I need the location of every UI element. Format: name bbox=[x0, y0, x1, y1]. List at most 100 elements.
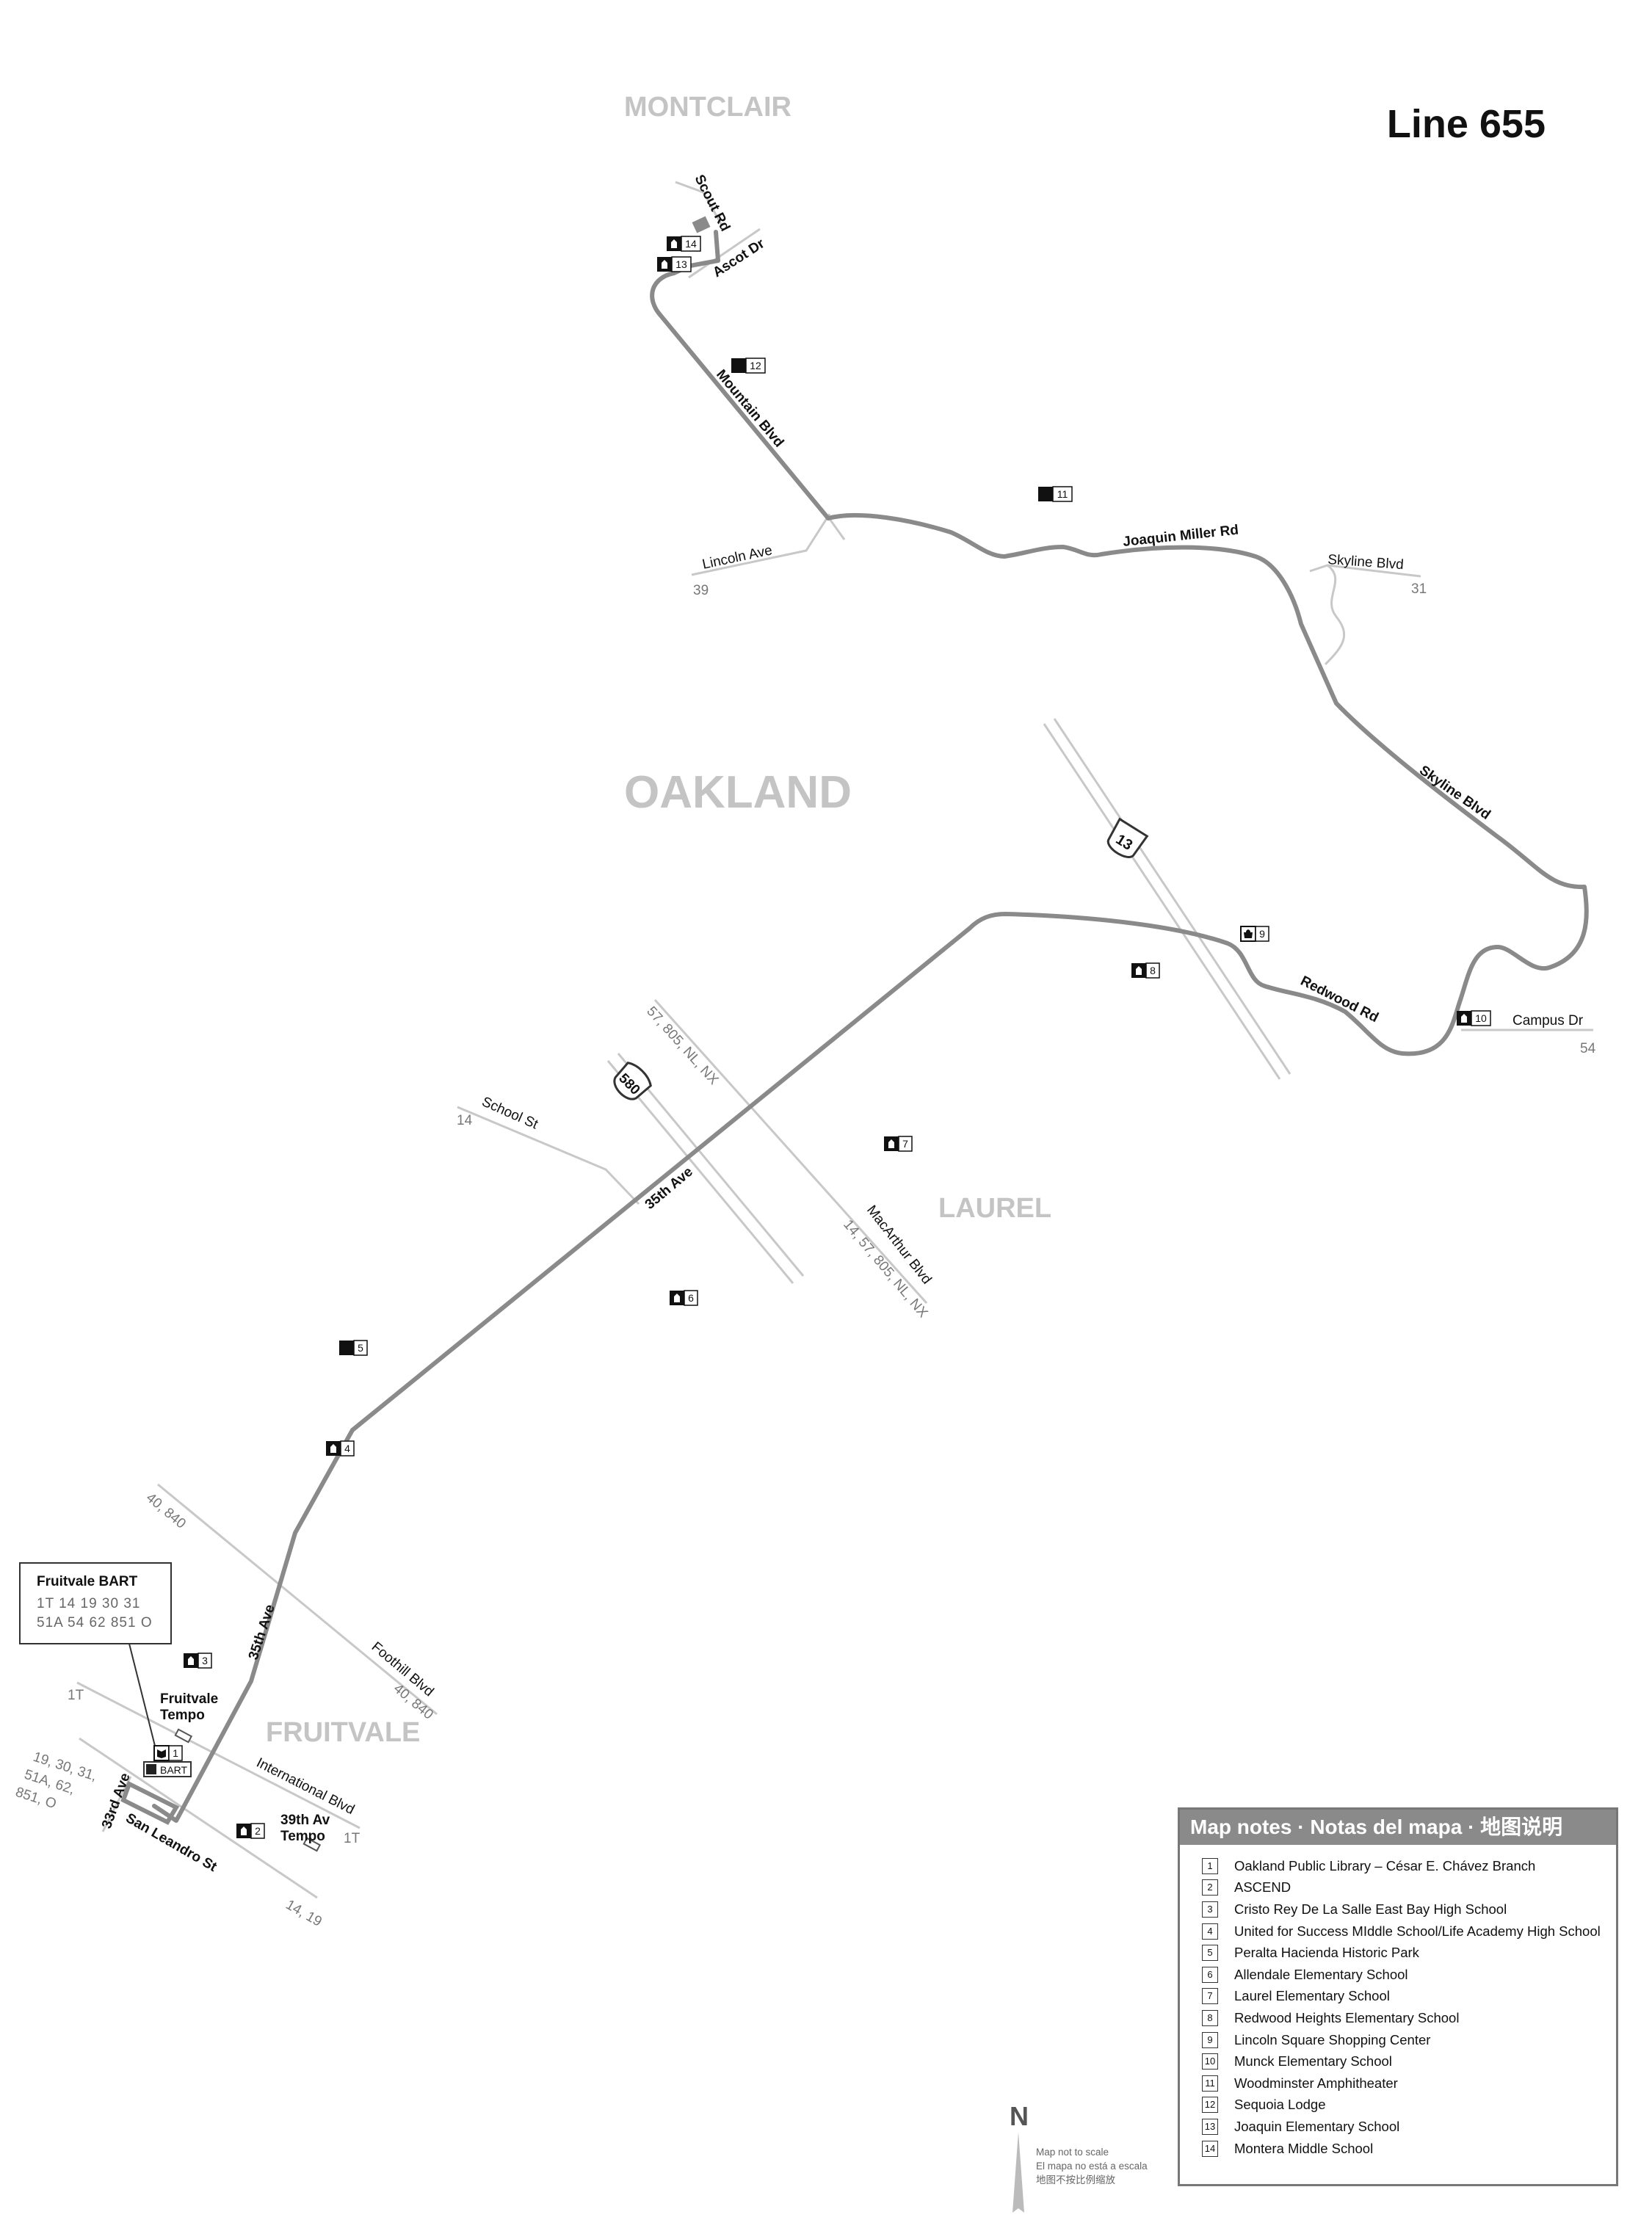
street-label-school-st: School St bbox=[479, 1094, 540, 1133]
poi-marker-2: 2 bbox=[236, 1823, 265, 1839]
callout-routes-row-2: 51A 54 62 851 O bbox=[37, 1615, 153, 1630]
legend-item-5: 5 Peralta Hacienda Historic Park bbox=[1202, 1942, 1616, 1964]
area-label-laurel: LAUREL bbox=[938, 1193, 1051, 1224]
legend-item-label: Joaquin Elementary School bbox=[1234, 2118, 1400, 2134]
north-arrow-icon bbox=[1012, 2132, 1024, 2213]
school-glyph bbox=[1136, 966, 1142, 975]
legend-item-10: 10 Munck Elementary School bbox=[1202, 2050, 1616, 2072]
station-label-fruitvale-tempo-1: Fruitvale bbox=[160, 1691, 218, 1707]
legend-item-label: Lincoln Square Shopping Center bbox=[1234, 2031, 1431, 2047]
poi-number: 14 bbox=[685, 238, 697, 250]
legend-item-number: 6 bbox=[1202, 1966, 1218, 1983]
poi-marker-3: 3 bbox=[184, 1653, 212, 1669]
street-label-international-blvd: International Blvd bbox=[254, 1755, 357, 1818]
legend-item-label: Cristo Rey De La Salle East Bay High Sch… bbox=[1234, 1901, 1507, 1917]
street-label-mountain-blvd: Mountain Blvd bbox=[713, 367, 786, 451]
legend-item-number: 3 bbox=[1202, 1901, 1218, 1918]
callout-routes-row-1: 1T 14 19 30 31 bbox=[37, 1596, 141, 1611]
poi-marker-9: 9 bbox=[1240, 926, 1269, 942]
street-school-st bbox=[457, 1106, 640, 1205]
poi-marker-1: 1 bbox=[153, 1745, 183, 1761]
scout-rd-terminus bbox=[692, 216, 711, 233]
street-skyline-connector bbox=[1324, 564, 1346, 666]
poi-number: 13 bbox=[675, 258, 687, 270]
legend-item-number: 2 bbox=[1202, 1879, 1218, 1896]
legend-item-number: 4 bbox=[1202, 1923, 1218, 1940]
poi-marker-6: 6 bbox=[670, 1290, 698, 1306]
poi-number-box bbox=[1145, 962, 1160, 979]
poi-number: 7 bbox=[902, 1138, 908, 1150]
legend-item-label: Allendale Elementary School bbox=[1234, 1966, 1408, 1982]
fruitvale-tempo-platform bbox=[174, 1728, 193, 1744]
poi-marker-4: 4 bbox=[326, 1440, 355, 1457]
legend-item-13: 13 Joaquin Elementary School bbox=[1202, 2116, 1616, 2138]
callout-title: Fruitvale BART bbox=[37, 1574, 138, 1589]
scale-note-es: El mapa no está a escala bbox=[1036, 2161, 1148, 2172]
station-label-fruitvale-tempo-2: Tempo bbox=[160, 1708, 205, 1723]
street-san-leandro-st bbox=[79, 1737, 318, 1899]
street-foothill-blvd bbox=[157, 1483, 438, 1716]
poi-number: 6 bbox=[688, 1292, 694, 1304]
book-glyph bbox=[157, 1749, 166, 1758]
landmark-icon bbox=[1038, 487, 1053, 501]
north-letter: N bbox=[1010, 2101, 1029, 2131]
legend-item-3: 3 Cristo Rey De La Salle East Bay High Sc… bbox=[1202, 1898, 1616, 1920]
street-lincoln-ave bbox=[691, 513, 831, 576]
highway-580-shield: 580 bbox=[613, 1062, 652, 1100]
legend-item-number: 10 bbox=[1202, 2053, 1218, 2070]
poi-number-box bbox=[1471, 1010, 1491, 1026]
legend-item-number: 5 bbox=[1202, 1945, 1218, 1962]
route-label-school: 14 bbox=[457, 1113, 473, 1128]
legend-heading: Map notes · Notas del mapa · 地图说明 bbox=[1180, 1810, 1616, 1845]
poi-number-box bbox=[898, 1136, 913, 1152]
poi-marker-8: 8 bbox=[1131, 962, 1160, 979]
poi-marker-10: 10 bbox=[1457, 1010, 1491, 1026]
route-bart-loop bbox=[120, 1780, 180, 1825]
highway-580-right bbox=[617, 1053, 805, 1277]
legend-item-label: Peralta Hacienda Historic Park bbox=[1234, 1945, 1419, 1961]
street-label-san-leandro-st: San Leandro St bbox=[123, 1810, 220, 1875]
legend-item-number: 13 bbox=[1202, 2118, 1218, 2135]
poi-number-box bbox=[1255, 926, 1269, 942]
legend-item-label: United for Success MIddle School/Life Ac… bbox=[1234, 1923, 1601, 1939]
fruitvale-bart-callout: Fruitvale BART 1T 14 19 30 31 51A 54 62 … bbox=[19, 1562, 172, 1644]
street-international-blvd bbox=[76, 1681, 361, 1829]
school-glyph bbox=[1461, 1014, 1467, 1023]
poi-number: 3 bbox=[202, 1655, 208, 1666]
route-label-international-right: 1T bbox=[344, 1831, 361, 1846]
legend-item-label: Munck Elementary School bbox=[1234, 2053, 1392, 2070]
tempo-39th-line2: Tempo bbox=[280, 1829, 325, 1844]
poi-marker-14: 14 bbox=[667, 236, 701, 252]
highway-13-right bbox=[1053, 718, 1291, 1075]
area-label-fruitvale: FRUITVALE bbox=[266, 1717, 420, 1748]
route-label-foothill-top: 40, 840 bbox=[143, 1490, 189, 1532]
route-line-655 bbox=[152, 230, 1589, 1823]
poi-number-box bbox=[671, 256, 692, 272]
poi-number: 9 bbox=[1259, 928, 1265, 940]
fruitvale-tempo-line1: Fruitvale bbox=[160, 1691, 218, 1707]
legend-item-number: 8 bbox=[1202, 2009, 1218, 2026]
school-glyph bbox=[330, 1444, 336, 1453]
route-label-international-left: 1T bbox=[68, 1688, 84, 1703]
street-macarthur-blvd bbox=[653, 998, 928, 1305]
school-glyph bbox=[888, 1139, 894, 1148]
school-glyph bbox=[662, 260, 667, 269]
landmark-icon bbox=[339, 1341, 354, 1355]
poi-number: 10 bbox=[1475, 1012, 1487, 1024]
legend-item-label: Laurel Elementary School bbox=[1234, 1988, 1390, 2004]
legend-item-6: 6 Allendale Elementary School bbox=[1202, 1964, 1616, 1986]
poi-number-box bbox=[340, 1440, 355, 1457]
poi-number-box bbox=[1052, 486, 1073, 502]
route-label-campus: 54 bbox=[1580, 1041, 1596, 1056]
route-label-lincoln: 39 bbox=[693, 583, 709, 598]
highway-13-shield: 13 bbox=[1107, 817, 1149, 858]
